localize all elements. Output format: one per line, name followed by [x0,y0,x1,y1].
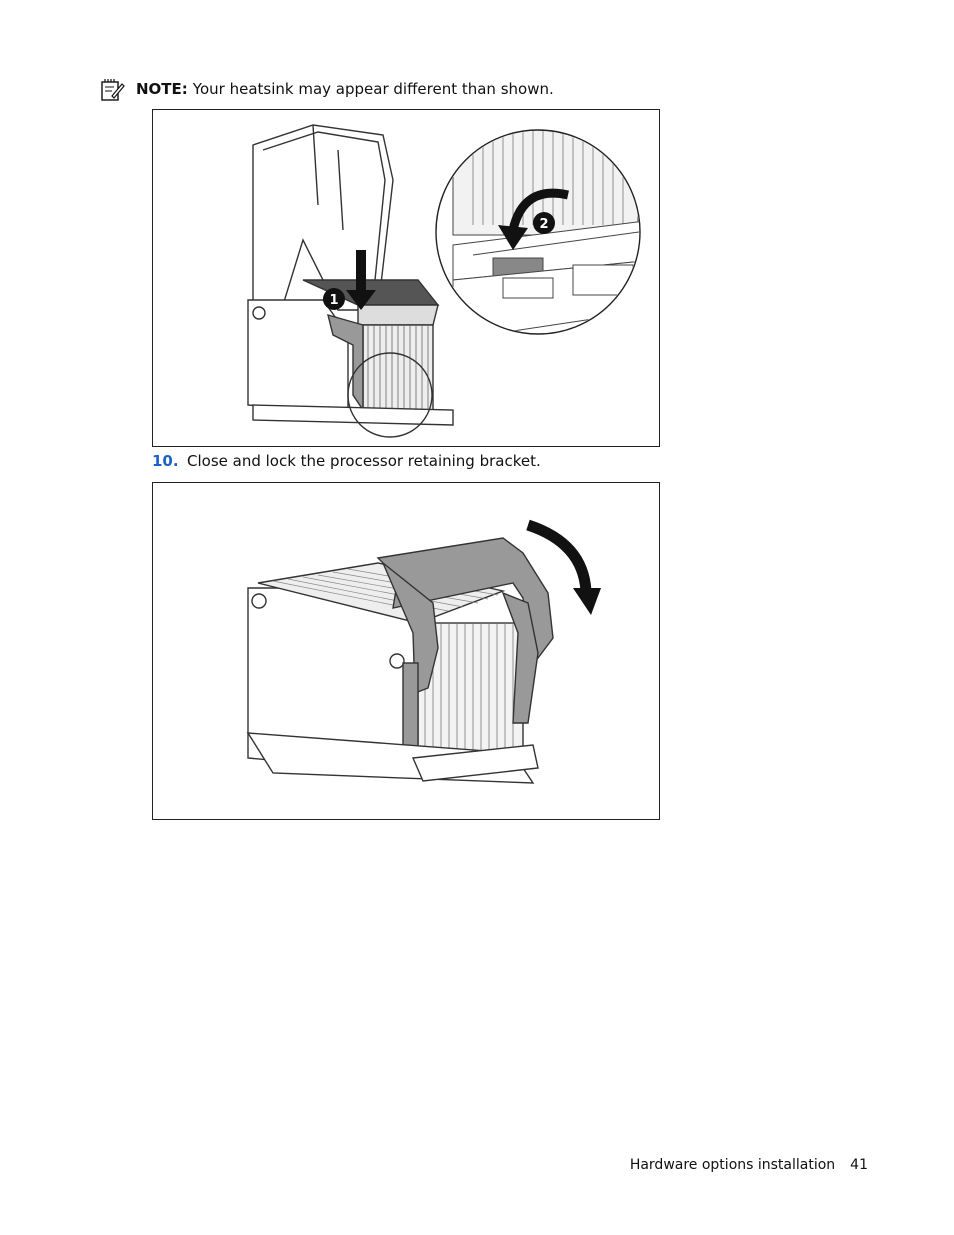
page-footer: Hardware options installation 41 [630,1157,868,1173]
note-body: Your heatsink may appear different than … [192,80,554,98]
figure-heatsink-install: 1 [152,109,660,447]
note-label: NOTE: [136,80,188,98]
note-text: NOTE:Your heatsink may appear different … [136,80,554,98]
heatsink-assembly-illustration [247,124,454,438]
note: NOTE:Your heatsink may appear different … [100,74,554,104]
rotate-down-arrow-icon [526,519,601,615]
note-pad-icon [100,76,126,102]
callout-2-label: 2 [539,217,548,232]
step-10: 10. Close and lock the processor retaini… [152,452,541,470]
rotate-arrow-icon [498,188,569,250]
step-number: 10. [152,452,179,470]
bracket-closing-illustration [246,537,554,784]
callout-1-label: 1 [329,293,338,308]
footer-section-title: Hardware options installation [629,1157,836,1173]
page-number: 41 [850,1157,868,1173]
step-text: Close and lock the processor retaining b… [187,452,541,470]
figure-close-bracket [152,482,660,820]
down-arrow-icon [346,250,376,310]
callout-1: 1 [323,288,345,310]
zoom-inset: 2 [435,129,641,335]
